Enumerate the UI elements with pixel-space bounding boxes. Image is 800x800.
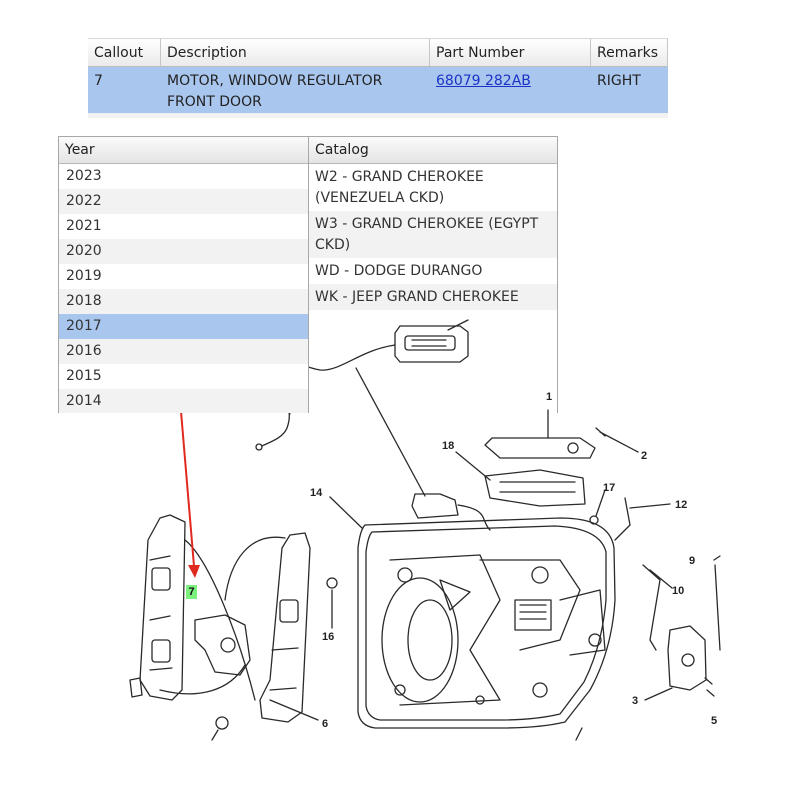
year-item[interactable]: 2022 bbox=[59, 189, 308, 214]
catalog-list: Catalog W2 - GRAND CHEROKEE (VENEZUELA CK… bbox=[309, 136, 558, 413]
catalog-item[interactable]: WD - DODGE DURANGO bbox=[309, 258, 557, 284]
callout-16: 16 bbox=[322, 631, 334, 643]
handle-support-part bbox=[484, 469, 586, 507]
year-item[interactable]: 2021 bbox=[66, 218, 102, 234]
year-item[interactable]: 2019 bbox=[66, 268, 102, 284]
callout-6: 6 bbox=[322, 718, 328, 730]
parts-table: Callout Description Part Number Remarks … bbox=[88, 38, 668, 118]
part-number-link[interactable]: 68079 282AB bbox=[436, 73, 531, 89]
table-row[interactable]: 7 MOTOR, WINDOW REGULATOR FRONT DOOR 680… bbox=[88, 67, 668, 113]
catalog-item-line1: WD - DODGE DURANGO bbox=[315, 263, 483, 279]
row-callout: 7 bbox=[94, 73, 103, 89]
callout-12: 12 bbox=[675, 499, 687, 511]
year-item[interactable]: 2016 bbox=[59, 339, 308, 364]
door-latch-part bbox=[667, 625, 707, 691]
year-list-header[interactable]: Year bbox=[59, 137, 308, 164]
column-header-part-number[interactable]: Part Number bbox=[430, 39, 591, 66]
catalog-item-line2: CKD) bbox=[315, 237, 351, 253]
year-item[interactable]: 2015 bbox=[66, 368, 102, 384]
catalog-item[interactable]: W3 - GRAND CHEROKEE (EGYPT CKD) bbox=[309, 211, 557, 258]
catalog-item-line1: W2 - GRAND CHEROKEE bbox=[315, 169, 484, 185]
year-item[interactable]: 2020 bbox=[59, 239, 308, 264]
callout-10: 10 bbox=[672, 585, 684, 597]
catalog-list-header[interactable]: Catalog bbox=[309, 137, 557, 164]
row-description: MOTOR, WINDOW REGULATOR FRONT DOOR bbox=[161, 67, 430, 113]
column-header-callout[interactable]: Callout bbox=[88, 39, 161, 66]
catalog-item[interactable]: W2 - GRAND CHEROKEE (VENEZUELA CKD) bbox=[309, 164, 557, 211]
callout-5: 5 bbox=[711, 715, 717, 727]
row-description-line2: FRONT DOOR bbox=[167, 94, 262, 110]
row-description-line1: MOTOR, WINDOW REGULATOR bbox=[167, 73, 383, 89]
catalog-item-line2: (VENEZUELA CKD) bbox=[315, 190, 445, 206]
catalog-item-line1: W3 - GRAND CHEROKEE (EGYPT bbox=[315, 216, 539, 232]
catalog-item-line1: WK - JEEP GRAND CHEROKEE bbox=[315, 289, 519, 305]
row-part-number-cell: 68079 282AB bbox=[430, 67, 591, 113]
catalog-list-items: W2 - GRAND CHEROKEE (VENEZUELA CKD) W3 - G… bbox=[309, 164, 557, 310]
callout-14: 14 bbox=[310, 487, 323, 499]
outside-handle-part bbox=[484, 437, 596, 459]
year-item[interactable]: 2017 bbox=[59, 314, 308, 339]
callout-9: 9 bbox=[689, 555, 695, 567]
callout-3: 3 bbox=[632, 695, 638, 707]
year-item[interactable]: 2018 bbox=[59, 289, 308, 314]
column-header-description[interactable]: Description bbox=[161, 39, 430, 66]
callout-18: 18 bbox=[442, 440, 454, 452]
row-remarks: RIGHT bbox=[597, 73, 641, 89]
window-regulator-part bbox=[129, 514, 311, 723]
callout-7-highlight: 7 bbox=[186, 585, 197, 599]
table-footer-strip bbox=[88, 113, 668, 118]
door-inner-panel bbox=[357, 517, 616, 729]
column-header-remarks[interactable]: Remarks bbox=[591, 39, 668, 66]
callout-2: 2 bbox=[641, 450, 647, 462]
parts-table-header: Callout Description Part Number Remarks bbox=[88, 39, 668, 67]
callout-17: 17 bbox=[603, 482, 615, 494]
year-item[interactable]: 2023 bbox=[66, 168, 102, 184]
window-motor-part bbox=[194, 614, 251, 676]
year-item[interactable]: 2014 bbox=[59, 389, 308, 413]
catalog-item[interactable]: WK - JEEP GRAND CHEROKEE bbox=[309, 284, 557, 310]
